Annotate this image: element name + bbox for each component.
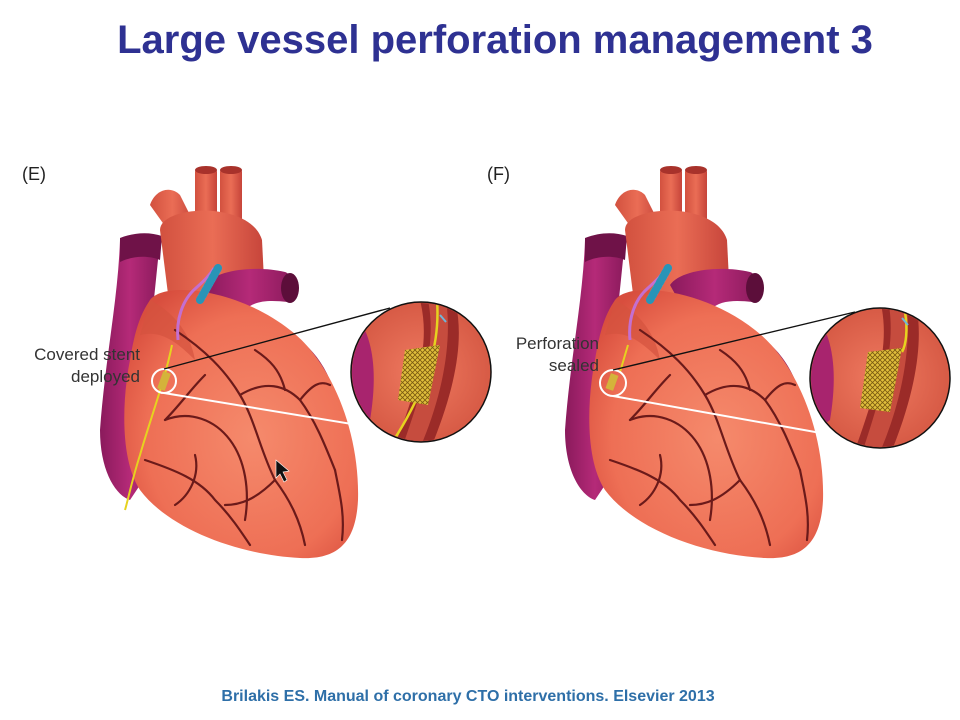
cursor-icon [275, 459, 290, 483]
panel-label-f: (F) [487, 164, 510, 184]
heart-e [100, 166, 492, 559]
citation: Brilakis ES. Manual of coronary CTO inte… [221, 688, 715, 705]
callout-f: Perforation sealed [470, 333, 599, 377]
heart-f [565, 166, 951, 559]
callout-f-line2: sealed [548, 356, 599, 375]
callout-f-line1: Perforation [515, 334, 599, 353]
callout-e-line2: deployed [70, 367, 140, 386]
zoom-inset-f [809, 307, 951, 449]
slide-title: Large vessel perforation management 3 [117, 18, 873, 62]
zoom-inset-e [350, 301, 492, 443]
panel-label-e: (E) [22, 164, 46, 184]
callout-e-line1: Covered stent [34, 345, 140, 364]
callout-e: Covered stent deployed [0, 344, 140, 388]
